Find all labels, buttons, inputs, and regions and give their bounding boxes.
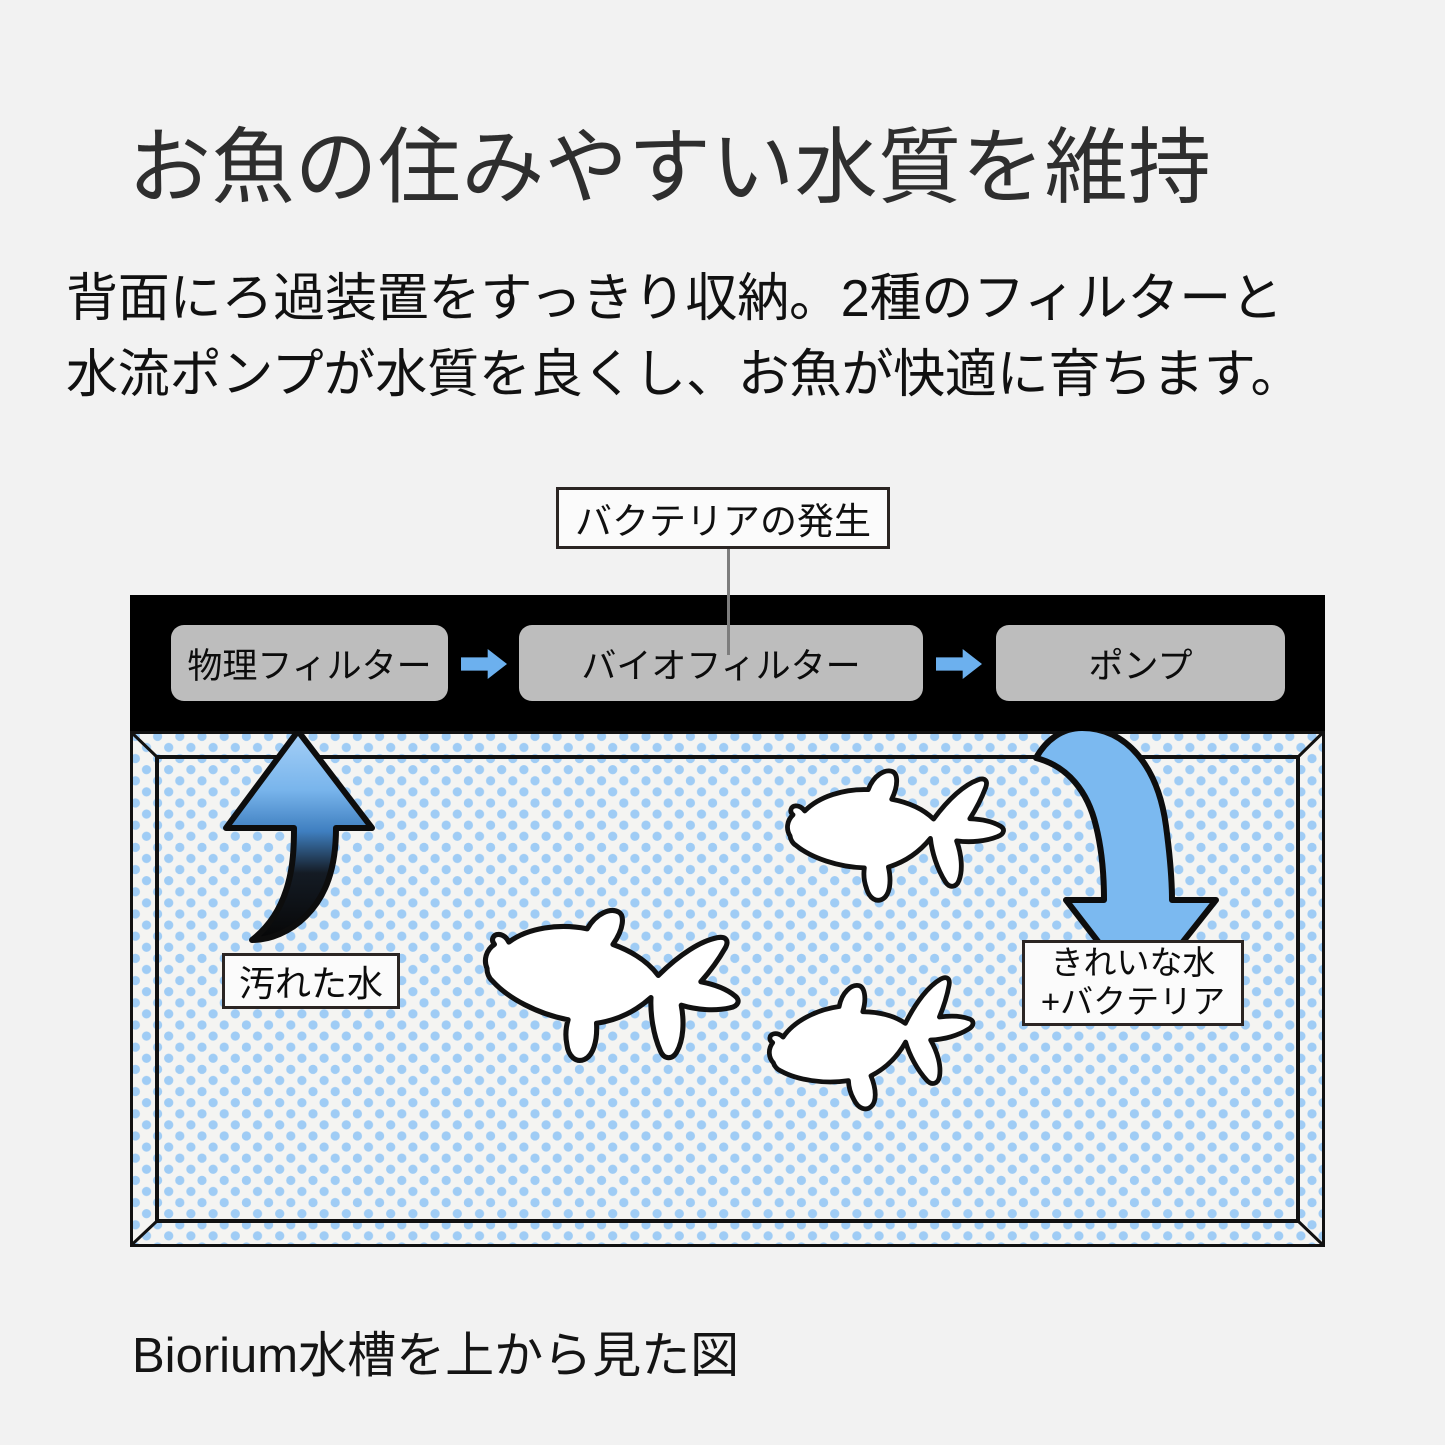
pump-box: ポンプ [996, 625, 1285, 701]
clean-water-label-line-2: +バクテリア [1040, 983, 1226, 1020]
subtitle: 背面にろ過装置をすっきり収納。2種のフィルターと 水流ポンプが水質を良くし、お魚… [66, 262, 1396, 414]
fish-silhouette [783, 760, 1010, 909]
bacteria-callout-label: バクテリアの発生 [575, 501, 871, 542]
clean-water-label-line-1: きれいな水 [1050, 944, 1216, 982]
figure-caption: Biorium水槽を上から見た図 [132, 1329, 740, 1383]
subtitle-line-1: 背面にろ過装置をすっきり収納。2種のフィルターと [66, 270, 1283, 328]
tank-outer-outline [130, 731, 1325, 1247]
bacteria-callout-leader-line [727, 549, 730, 655]
tank-inner-outline [155, 755, 1300, 1223]
tank-bevel-bl [130, 1219, 159, 1247]
bio-filter-label: バイオフィルター [581, 646, 861, 686]
flow-arrow-right-icon-2 [936, 649, 982, 679]
physical-filter-label: 物理フィルター [187, 646, 432, 686]
pump-label: ポンプ [1088, 646, 1193, 686]
dirty-water-label: 汚れた水 [238, 963, 383, 1004]
fish-silhouette [480, 904, 742, 1069]
tank-bevel-br [1296, 1219, 1325, 1247]
bacteria-callout-box: バクテリアの発生 [556, 487, 890, 549]
clean-water-label-box: きれいな水 +バクテリア [1022, 940, 1244, 1026]
bio-filter-box: バイオフィルター [519, 625, 923, 701]
tank-bevel-tr [1296, 731, 1325, 759]
tank-bevel-tl [130, 731, 159, 759]
fish-silhouette [758, 957, 988, 1130]
dirty-water-label-box: 汚れた水 [222, 953, 400, 1009]
subtitle-line-2: 水流ポンプが水質を良くし、お魚が快適に育ちます。 [66, 345, 1303, 404]
physical-filter-box: 物理フィルター [171, 625, 448, 701]
page-title: お魚の住みやすい水質を維持 [128, 121, 1212, 214]
flow-arrow-right-icon-1 [461, 649, 507, 679]
